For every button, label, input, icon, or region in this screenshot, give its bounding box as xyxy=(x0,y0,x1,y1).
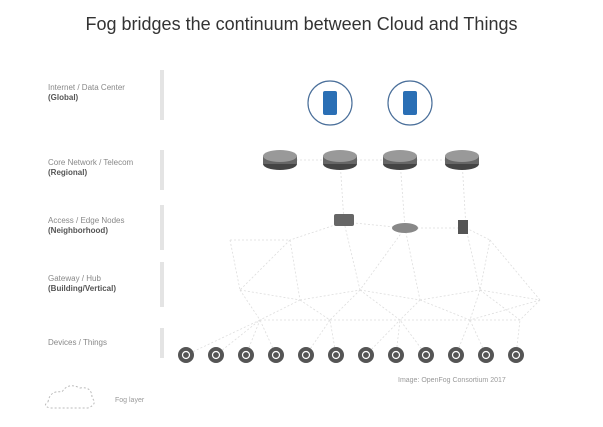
switch-icon xyxy=(392,223,418,233)
device-icon xyxy=(358,347,374,363)
device-icon xyxy=(448,347,464,363)
device-icon xyxy=(418,347,434,363)
tier-label-regional: Core Network / Telecom(Regional) xyxy=(48,158,163,178)
gateway-icon xyxy=(458,220,468,234)
mesh-link xyxy=(329,289,361,321)
mesh-link xyxy=(359,289,421,301)
tier-scope: (Neighborhood) xyxy=(48,226,108,235)
mesh-link xyxy=(343,221,361,291)
device-glyph xyxy=(361,350,371,360)
fog-cloud-icon xyxy=(44,385,95,409)
mesh-link xyxy=(299,299,331,321)
tier-label-devices: Devices / Things xyxy=(48,338,163,348)
server-icon xyxy=(323,91,337,115)
device-link xyxy=(469,319,487,356)
tier-name: Internet / Data Center xyxy=(48,83,125,92)
mesh-link xyxy=(419,299,471,321)
mesh-link xyxy=(359,289,401,321)
mesh-link xyxy=(479,289,521,321)
device-glyph xyxy=(271,350,281,360)
device-icon xyxy=(478,347,494,363)
device-icon xyxy=(298,347,314,363)
mesh-link xyxy=(229,239,241,291)
mesh-link xyxy=(479,289,541,301)
tier-label-building: Gateway / Hub(Building/Vertical) xyxy=(48,274,163,294)
tier-label-neighborhood: Access / Edge Nodes(Neighborhood) xyxy=(48,216,163,236)
mesh-link xyxy=(239,289,301,301)
mesh-link xyxy=(239,239,291,291)
tier-name: Gateway / Hub xyxy=(48,274,101,283)
mesh-link xyxy=(239,289,261,321)
device-glyph xyxy=(391,350,401,360)
tier-name: Core Network / Telecom xyxy=(48,158,134,167)
device-link xyxy=(305,319,331,356)
tier-label-global: Internet / Data Center(Global) xyxy=(48,83,163,103)
mesh-link xyxy=(519,299,541,321)
wifi-router-icon xyxy=(334,214,354,226)
diagram-title: Fog bridges the continuum between Cloud … xyxy=(85,14,518,34)
device-glyph xyxy=(301,350,311,360)
tier-divider xyxy=(160,150,164,190)
router-icon xyxy=(323,150,357,162)
device-icon xyxy=(328,347,344,363)
tier-name: Access / Edge Nodes xyxy=(48,216,125,225)
image-caption: Image: OpenFog Consortium 2017 xyxy=(398,377,506,384)
tier-scope: (Global) xyxy=(48,93,79,102)
device-icon xyxy=(178,347,194,363)
device-glyph xyxy=(481,350,491,360)
mesh-link xyxy=(469,299,541,321)
fog-legend-label: Fog layer xyxy=(115,397,145,404)
mesh-link xyxy=(461,159,467,229)
mesh-link xyxy=(404,227,421,301)
tier-divider xyxy=(160,205,164,250)
mesh-link xyxy=(489,239,541,301)
device-link xyxy=(399,319,427,356)
tier-divider xyxy=(160,328,164,358)
router-icon xyxy=(263,150,297,162)
device-icon xyxy=(208,347,224,363)
device-icon xyxy=(268,347,284,363)
router-icon xyxy=(383,150,417,162)
tier-name: Devices / Things xyxy=(48,338,107,347)
device-icon xyxy=(508,347,524,363)
tier-scope: (Regional) xyxy=(48,168,88,177)
device-glyph xyxy=(181,350,191,360)
mesh-link xyxy=(465,227,481,291)
router-icon xyxy=(445,150,479,162)
device-icon xyxy=(238,347,254,363)
mesh-link xyxy=(399,159,406,229)
mesh-link xyxy=(465,227,491,241)
mesh-link xyxy=(469,289,481,321)
mesh-link xyxy=(259,299,301,321)
device-icon xyxy=(388,347,404,363)
device-glyph xyxy=(451,350,461,360)
tier-divider xyxy=(160,262,164,307)
device-glyph xyxy=(211,350,221,360)
mesh-link xyxy=(399,299,421,321)
mesh-link xyxy=(359,227,406,291)
mesh-link xyxy=(289,239,301,301)
tier-scope: (Building/Vertical) xyxy=(48,284,117,293)
mesh-link xyxy=(479,239,491,291)
device-link xyxy=(185,319,261,356)
device-link xyxy=(365,319,401,356)
mesh-link xyxy=(419,289,481,301)
server-icon xyxy=(403,91,417,115)
device-glyph xyxy=(241,350,251,360)
device-link xyxy=(259,319,277,356)
tier-divider xyxy=(160,70,164,120)
device-glyph xyxy=(331,350,341,360)
device-glyph xyxy=(511,350,521,360)
device-link xyxy=(215,319,261,356)
device-glyph xyxy=(421,350,431,360)
